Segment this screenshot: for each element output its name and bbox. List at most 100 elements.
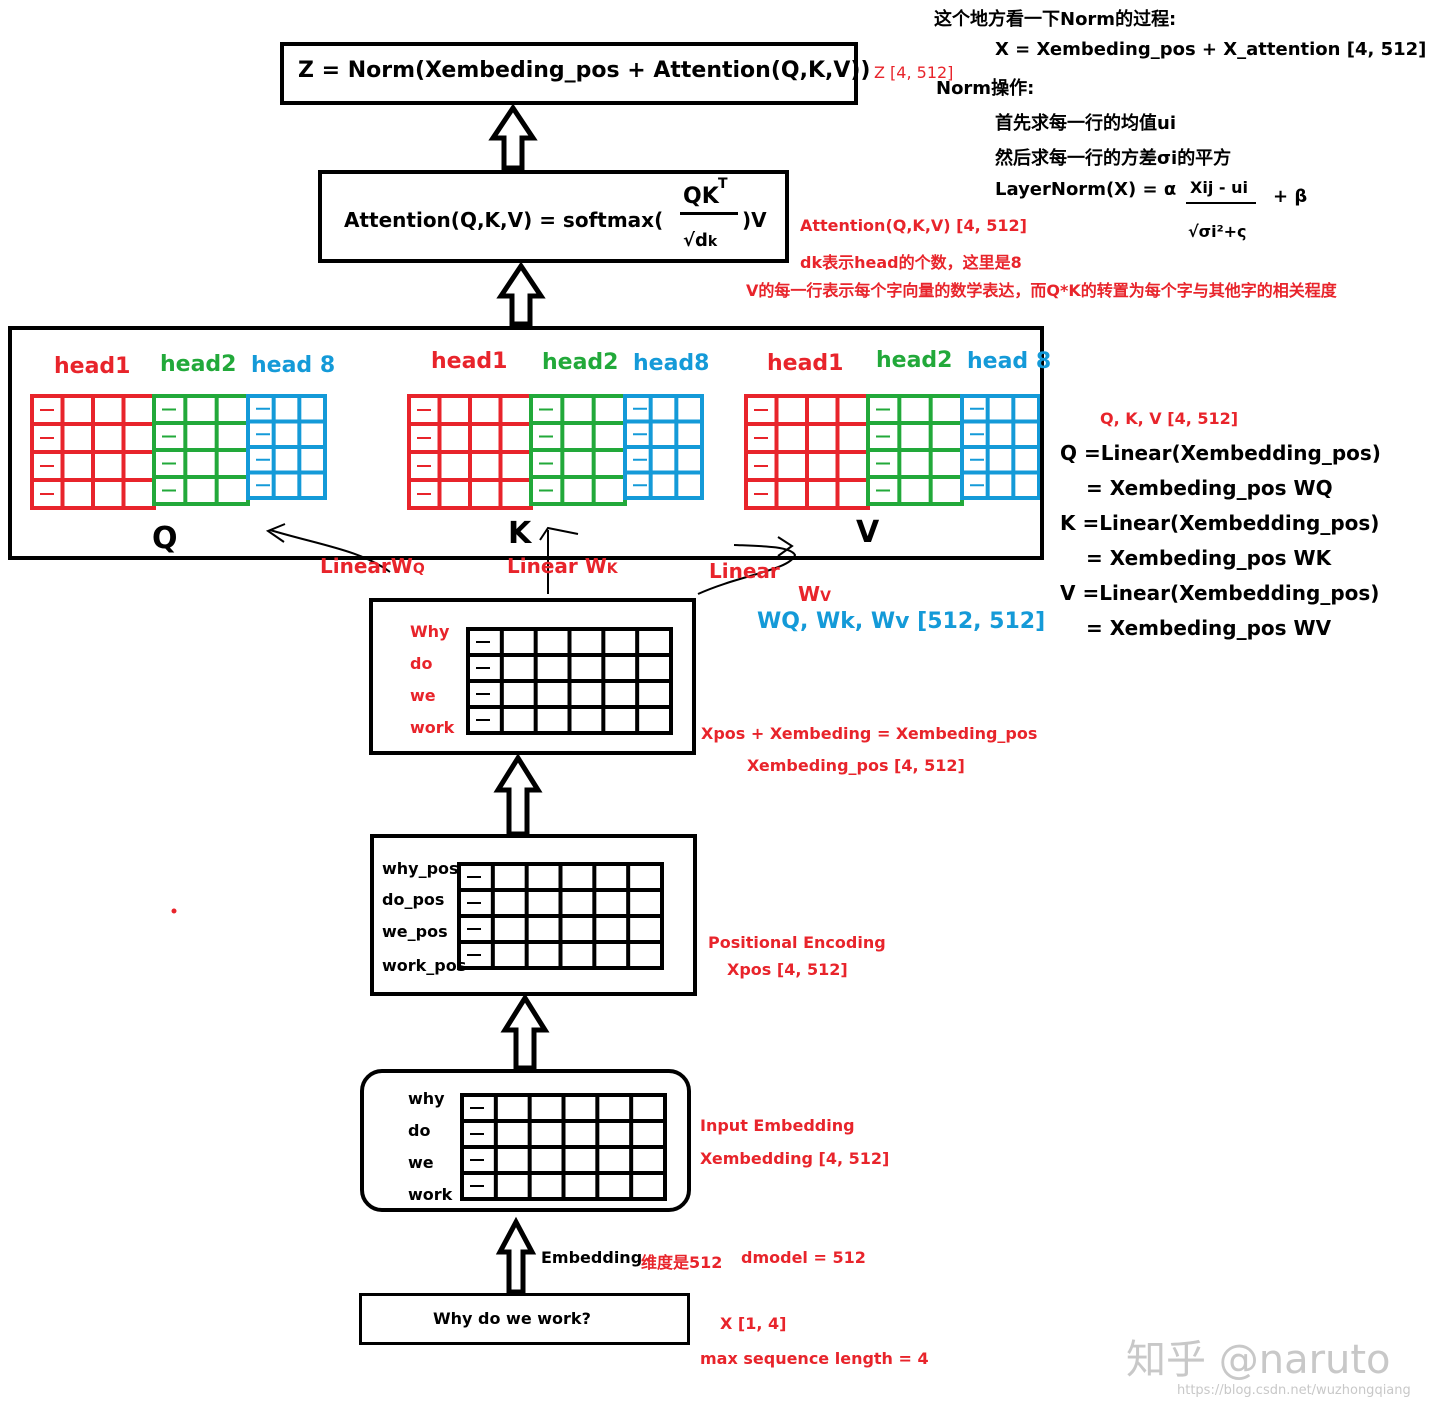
eq-q1: Q =Linear(Xembedding_pos) — [1060, 441, 1381, 465]
linear-q-arrowhead — [265, 523, 286, 543]
q-head2-label: head2 — [160, 352, 237, 377]
pos-box — [370, 834, 697, 996]
attention-den: √dk — [683, 230, 717, 251]
input-shape-note: X [1, 4] — [720, 1314, 787, 1333]
matrix-grids — [30, 394, 1041, 1201]
attention-num: QK — [683, 184, 719, 209]
attention-den-root: √d — [683, 230, 708, 251]
input-embed-row-2: we — [408, 1153, 434, 1172]
linear-k-label: Linear WK — [507, 554, 618, 578]
embed-pos-row-1: do — [410, 654, 433, 673]
norm-box — [280, 42, 858, 105]
layernorm-frac-den: √σi²+ς — [1188, 222, 1247, 241]
stray-dot — [171, 908, 177, 914]
k-label: K — [508, 516, 532, 551]
k-head8-label: head8 — [633, 351, 710, 376]
eq-v1: V =Linear(Xembedding_pos) — [1060, 581, 1380, 605]
embed-pos-row-2: we — [410, 686, 436, 705]
layernorm-beta: + β — [1273, 186, 1308, 207]
watermark-url: https://blog.csdn.net/wuzhongqiang — [1177, 1383, 1411, 1398]
arrow-pos-to-embedpos — [493, 753, 543, 837]
attention-shape-note: Attention(Q,K,V) [4, 512] — [800, 216, 1027, 235]
watermark-brand: 知乎 @naruto — [1126, 1337, 1391, 1383]
arrow-qkv-to-attention — [496, 261, 546, 327]
embedding-dim-label: 维度是512 — [641, 1253, 723, 1272]
q-head1-label: head1 — [54, 354, 131, 379]
input-maxlen-note: max sequence length = 4 — [700, 1349, 929, 1368]
embedding-dmodel-label: dmodel = 512 — [741, 1248, 866, 1267]
input-embed-note2: Xembedding [4, 512] — [700, 1149, 890, 1168]
v-head1-matrix — [744, 394, 870, 510]
pos-matrix — [457, 862, 664, 970]
embed-pos-note2: Xembeding_pos [4, 512] — [747, 756, 965, 775]
input-embed-matrix — [460, 1093, 667, 1201]
v-head1-label: head1 — [767, 351, 844, 376]
norm-shape: Z [4, 512] — [874, 63, 954, 82]
qkv-box — [8, 326, 1044, 560]
v-head8-label: head 8 — [967, 349, 1052, 374]
pos-row-1: do_pos — [382, 890, 445, 909]
input-embed-row-3: work — [408, 1185, 453, 1204]
attention-suffix: )V — [742, 208, 767, 232]
q-head8-label: head 8 — [251, 353, 336, 378]
pos-row-2: we_pos — [382, 922, 448, 941]
arrow-text-to-embed — [495, 1216, 537, 1295]
linear-v-arrow — [697, 544, 797, 595]
input-embed-note1: Input Embedding — [700, 1116, 855, 1135]
pos-note2: Xpos [4, 512] — [727, 960, 848, 979]
linear-v-arrowhead — [777, 536, 794, 557]
k-head2-matrix — [529, 394, 627, 506]
input-text: Why do we work? — [433, 1309, 591, 1328]
v-head2-label: head2 — [876, 348, 953, 373]
input-embed-row-0: why — [408, 1089, 445, 1108]
norm-step1: 首先求每一行的均值ui — [995, 113, 1176, 134]
norm-x-formula: X = Xembeding_pos + X_attention [4, 512] — [995, 39, 1427, 60]
pos-row-0: why_pos — [382, 859, 459, 878]
embed-pos-note1: Xpos + Xembeding = Xembeding_pos — [701, 724, 1038, 743]
norm-notes-title: 这个地方看一下Norm的过程: — [934, 9, 1177, 30]
arrow-input-to-pos — [500, 993, 550, 1071]
k-head1-label: head1 — [431, 349, 508, 374]
attention-dk-note: dk表示head的个数，这里是8 — [800, 253, 1022, 272]
k-head8-matrix — [623, 394, 704, 500]
v-head8-matrix — [960, 394, 1041, 500]
linear-v-label: Linear — [709, 559, 780, 583]
pos-row-3: work_pos — [382, 956, 467, 975]
attention-box — [318, 170, 789, 263]
eq-k2: = Xembeding_pos WK — [1086, 546, 1332, 570]
embed-pos-row-0: Why — [410, 622, 450, 641]
weights-shape-note: WQ, Wk, Wv [512, 512] — [757, 609, 1046, 634]
norm-formula: Z = Norm(Xembeding_pos + Attention(Q,K,V… — [298, 58, 871, 83]
embed-pos-row-3: work — [410, 718, 455, 737]
norm-op-title: Norm操作: — [936, 78, 1035, 99]
norm-step2: 然后求每一行的方差σi的平方 — [995, 148, 1232, 169]
eq-q2: = Xembeding_pos WQ — [1086, 476, 1333, 500]
arrow-attention-to-norm — [488, 103, 538, 171]
input-embed-box — [360, 1069, 691, 1212]
layernorm-frac-num: Xij - ui — [1190, 178, 1248, 197]
attention-sup: T — [718, 176, 728, 192]
attention-den-sub: k — [707, 234, 718, 250]
layernorm-prefix: LayerNorm(X) = α — [995, 179, 1177, 200]
attention-frac-line — [680, 212, 738, 215]
linear-q-arrow — [269, 529, 391, 573]
embed-pos-box — [369, 598, 696, 755]
q-head8-matrix — [246, 394, 327, 500]
pos-note1: Positional Encoding — [708, 933, 886, 952]
v-label: V — [856, 515, 880, 550]
attention-meaning-note: V的每一行表示每个字向量的数学表达，而Q*K的转置为每个字与其他字的相关程度 — [746, 281, 1337, 300]
linear-v-weight: WV — [798, 582, 831, 606]
eq-k1: K =Linear(Xembedding_pos) — [1060, 511, 1380, 535]
qkv-shape-note: Q, K, V [4, 512] — [1100, 409, 1239, 428]
input-embed-row-1: do — [408, 1121, 431, 1140]
attention-prefix: Attention(Q,K,V) = softmax( — [344, 208, 664, 232]
embed-pos-matrix — [466, 627, 673, 735]
q-label: Q — [152, 521, 178, 556]
embedding-label: Embedding — [541, 1248, 643, 1267]
input-text-box — [359, 1293, 690, 1345]
eq-v2: = Xembeding_pos WV — [1086, 616, 1332, 640]
layernorm-frac-line — [1186, 202, 1256, 204]
linear-k-arrowhead — [539, 526, 579, 541]
